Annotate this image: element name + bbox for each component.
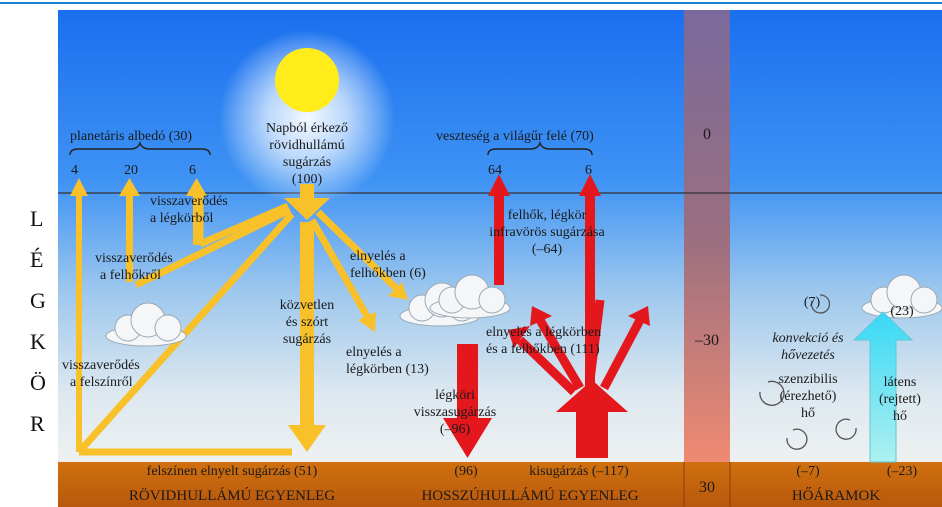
emission-label: kisugárzás (–117) [529,464,629,479]
albedo-value-6: 6 [189,163,196,178]
direct-label-2: és szórt [286,315,328,330]
convection-value: (7) [804,295,821,310]
column-value-middle: –30 [694,332,719,349]
side-letter-1: L [30,206,43,231]
back-rad-label-2: visszasugárzás [414,405,496,420]
ground-strip [58,462,942,507]
back-radiation-arrow [443,344,492,458]
space-loss-6-head [579,174,601,196]
sensible-label-2: (érezhető) [780,389,837,404]
shortwave-lines [76,196,401,456]
refl-surface-label-2: a felszínről [70,375,133,390]
sensible-label-3: hő [801,406,815,421]
shortwave-heads [358,282,408,332]
side-label: L É G K Ö R [30,206,46,436]
abs-atm-head [358,312,376,332]
cloud-ir-label-1: felhők, légkör [508,208,587,223]
surface-emission-arrow [556,380,628,458]
direct-label-1: közvetlen [280,298,334,313]
side-letter-2: É [30,247,43,272]
abs-atm-label-1: elnyelés a [346,345,402,360]
side-letter-3: G [30,288,46,313]
abs-cloud-head [388,282,408,300]
refl-surface-label-1: visszaverődés [62,358,140,373]
balance-column [684,10,730,462]
albedo-title: planetáris albedó (30) [70,129,192,144]
ground-labels: felszínen elnyelt sugárzás (51) (96) kis… [129,464,918,504]
abs-atm-cloud-label-1: elnyelés a légkörben [486,325,601,340]
longwave-labels: felhők, légkör infravörös sugárzása (–64… [414,208,606,437]
longwave-diagonals [516,299,644,396]
svg-text:sugárzás: sugárzás [283,155,331,170]
back-rad-label-1: légköri [435,388,475,403]
albedo-value-4: 4 [71,163,78,178]
back-rad-label-3: (–96) [440,422,471,437]
cloud-ir-label-3: (–64) [532,242,563,257]
heat-latent-value: (–23) [887,464,918,479]
latent-label-1: látens [884,375,917,390]
longwave-balance-label: HOSSZÚHULLÁMÚ EGYENLEG [421,487,638,504]
heat-flow-panel [730,10,942,462]
column-value-bottom: 30 [699,479,715,496]
refl-atm-label-2: a légkörből [150,211,213,226]
svg-text:rövidhullámú: rövidhullámú [269,138,344,153]
direct-label-3: sugárzás [283,332,331,347]
space-loss-64-head [488,174,510,196]
refl-cloud-label-2: a felhőkről [100,268,161,283]
braces [69,140,593,156]
abs-atm-cloud-label-2: és a felhőkben (111) [486,342,600,357]
latent-label-3: hő [893,409,907,424]
svg-text:Napból érkező: Napból érkező [266,121,348,136]
convection-label-1: konvekció és [772,331,844,346]
space-loss-value-6: 6 [585,163,592,178]
back-radiation-value: (96) [454,464,478,479]
sun-label: Napból érkező rövidhullámú sugárzás (100… [266,121,348,187]
surface-absorbed-label: felszínen elnyelt sugárzás (51) [147,464,318,479]
abs-atm-label-2: légkörben (13) [346,362,429,377]
space-loss-title: veszteség a világűr felé (70) [436,129,594,144]
direct-radiation-arrow [288,222,326,452]
heat-flows-label: HŐÁRAMOK [792,487,881,504]
refl-cloud-label-1: visszaverődés [95,251,173,266]
incoming-arrow [284,184,330,220]
side-letter-4: K [30,329,46,354]
sun-icon [275,48,339,112]
heat-flow-labels: (7) (23) konvekció és hővezetés szenzibi… [772,295,921,424]
latent-heat-arrow [852,311,914,463]
shortwave-balance-label: RÖVIDHULLÁMÚ EGYENLEG [129,487,335,504]
side-letter-5: Ö [30,370,46,395]
column-value-top: 0 [703,126,711,143]
albedo-arrow-20 [119,178,140,282]
svg-text:(100): (100) [292,172,323,187]
latent-label-2: (rejtett) [879,392,921,407]
abs-cloud-label-1: elnyelés a [350,249,406,264]
space-loss-brace [487,140,593,156]
albedo-value-20: 20 [124,163,138,178]
cloud-ir-label-2: infravörös sugárzása [489,225,605,240]
refl-atm-label-1: visszaverődés [150,194,228,209]
longwave-diagonal-heads [508,306,650,348]
sun-glow [219,30,395,206]
albedo-brace [69,140,211,156]
shortwave-labels: visszaverődés a légkörből visszaverődés … [62,194,429,390]
space-loss-value-64: 64 [488,163,502,178]
heat-conv-value: (–7) [796,464,820,479]
convection-swirls [759,294,857,450]
convection-label-2: hővezetés [781,348,835,363]
sensible-label-1: szenzibilis [778,372,837,387]
side-letter-6: R [30,411,45,436]
albedo-arrow-4 [70,178,88,452]
latent-value: (23) [890,304,914,319]
top-border [0,2,942,4]
abs-cloud-label-2: felhőkben (6) [350,266,426,281]
